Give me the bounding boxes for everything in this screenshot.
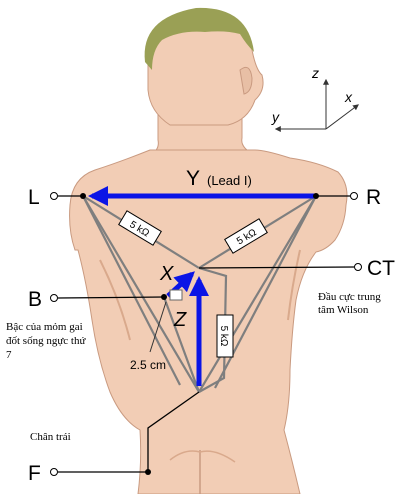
lead-y-sub: (Lead I) bbox=[207, 173, 252, 188]
terminal-l-label: L bbox=[28, 186, 40, 209]
lead-z-label: Z bbox=[173, 309, 187, 331]
terminal-ct-circle bbox=[354, 263, 362, 271]
ct-description-line1: Đầu cực trung bbox=[318, 291, 381, 303]
axis-x-label: x bbox=[344, 89, 353, 105]
terminal-l-circle bbox=[50, 192, 58, 200]
axis-z-label: z bbox=[311, 65, 319, 81]
dot-f bbox=[145, 469, 151, 475]
b-description-line1: Bậc của mỏm gai bbox=[6, 321, 83, 333]
dot-r bbox=[313, 193, 319, 199]
resistor-foot: 5 kΩ bbox=[216, 314, 234, 358]
shoulder-shade-right bbox=[287, 249, 301, 321]
terminal-r-label: R bbox=[366, 186, 381, 209]
shoulder-shade-left bbox=[99, 259, 131, 341]
dot-l bbox=[80, 193, 86, 199]
axes-indicator: z x y bbox=[271, 65, 359, 132]
b-description-line3: 7 bbox=[6, 349, 12, 361]
svg-text:5 kΩ: 5 kΩ bbox=[218, 326, 229, 347]
distance-bracket bbox=[149, 289, 183, 353]
terminal-f-label: F bbox=[28, 462, 41, 485]
wire-x-f bbox=[162, 296, 201, 393]
wire-l-f2 bbox=[82, 195, 181, 386]
f-description: Chân trái bbox=[30, 431, 71, 443]
wire-r-f bbox=[198, 195, 317, 393]
ct-description-line2: tâm Wilson bbox=[318, 304, 369, 316]
terminal-lines bbox=[57, 195, 355, 299]
b-description-line2: đốt sống ngực thứ bbox=[6, 335, 86, 347]
wire-l-f bbox=[82, 195, 200, 393]
terminal-ct-label: CT bbox=[367, 257, 395, 280]
terminal-b-label: B bbox=[28, 288, 42, 311]
axis-y-label: y bbox=[271, 109, 280, 125]
distance-label: 2.5 cm bbox=[130, 358, 166, 372]
terminal-b-circle bbox=[50, 294, 58, 302]
terminal-circles bbox=[50, 192, 362, 476]
hair bbox=[144, 7, 254, 70]
terminal-r-circle bbox=[350, 192, 358, 200]
terminal-f-circle bbox=[50, 468, 58, 476]
ear bbox=[239, 66, 253, 95]
lead-x-label: X bbox=[159, 263, 174, 285]
buttocks-shade bbox=[169, 450, 236, 463]
junction-dots bbox=[80, 193, 319, 475]
foot-lead bbox=[58, 391, 200, 473]
lead-y-label: Y bbox=[186, 167, 200, 190]
dot-b bbox=[161, 294, 167, 300]
